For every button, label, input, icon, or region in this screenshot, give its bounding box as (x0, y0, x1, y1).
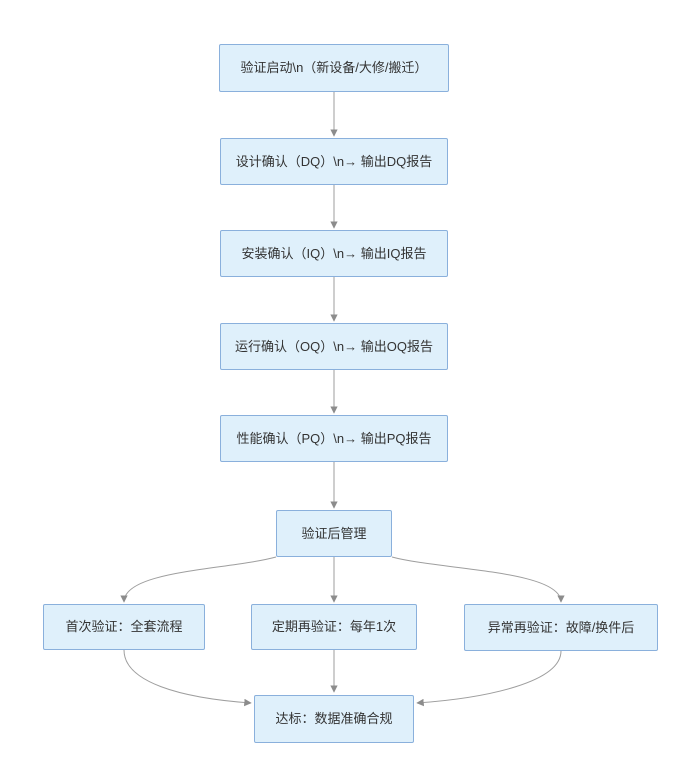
connector-post-abnormal (391, 556, 565, 603)
node-validation-start: 验证启动\n（新设备/大修/搬迁） (219, 44, 449, 92)
node-first-validation: 首次验证：全套流程 (43, 604, 205, 650)
node-performance-qualification: 性能确认（PQ）\n→ 输出PQ报告 (220, 415, 448, 462)
node-operational-qualification: 运行确认（OQ）\n→ 输出OQ报告 (220, 323, 448, 370)
node-abnormal-revalidation: 异常再验证：故障/换件后 (464, 604, 658, 651)
connector-post-first (120, 556, 277, 603)
node-goal-compliance: 达标：数据准确合规 (254, 695, 414, 743)
node-design-qualification: 设计确认（DQ）\n→ 输出DQ报告 (220, 138, 448, 185)
node-installation-qualification: 安装确认（IQ）\n→ 输出IQ报告 (220, 230, 448, 277)
connector-first-goal (123, 649, 252, 707)
node-periodic-revalidation: 定期再验证：每年1次 (251, 604, 417, 650)
connector-abnormal-goal (416, 650, 562, 707)
node-post-validation-management: 验证后管理 (276, 510, 392, 557)
